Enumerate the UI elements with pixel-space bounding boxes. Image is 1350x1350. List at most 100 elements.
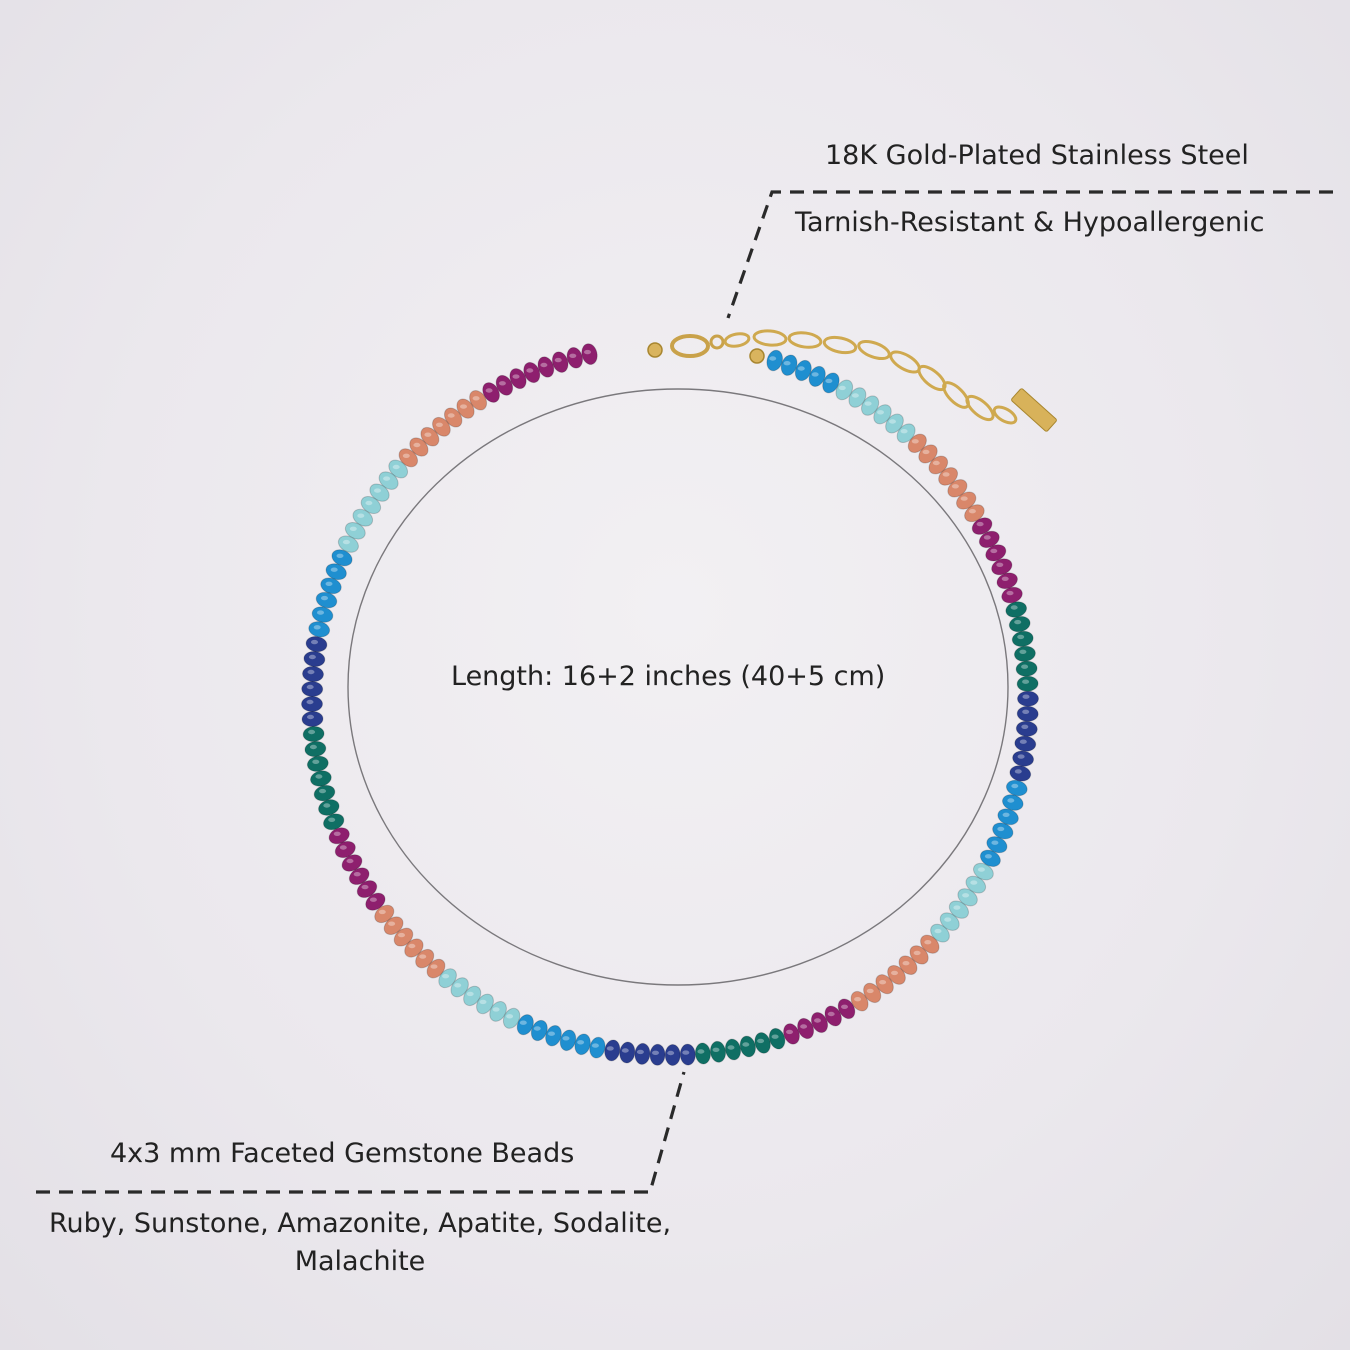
bead-highlight <box>540 362 548 368</box>
bead-ruby <box>356 880 378 899</box>
bead-highlight <box>891 970 898 976</box>
bead-highlight <box>346 858 354 864</box>
bead-malachite <box>754 1032 771 1054</box>
bead-amazonite <box>965 875 987 894</box>
bead-highlight <box>506 1014 514 1019</box>
bead-malachite <box>1011 630 1034 648</box>
bead-highlight <box>1019 649 1027 654</box>
bead-malachite <box>304 740 327 758</box>
bead-ruby <box>551 351 569 373</box>
bead-sodalite <box>302 665 324 683</box>
bead-malachite <box>1005 601 1028 618</box>
bead-amazonite <box>885 413 904 434</box>
bead-sodalite <box>679 1043 696 1066</box>
bead-highlight <box>498 381 506 386</box>
bead-highlight <box>325 581 333 586</box>
bead-highlight <box>924 940 932 945</box>
bead-highlight <box>466 991 474 997</box>
bead-highlight <box>361 884 369 890</box>
bead-highlight <box>533 1026 541 1031</box>
bead-sodalite <box>604 1039 621 1062</box>
bead-sodalite <box>301 680 324 698</box>
bead-highlight <box>877 410 884 415</box>
bead-highlight <box>983 535 991 540</box>
bead-sunstone <box>456 398 475 419</box>
bead-amazonite <box>463 985 482 1007</box>
bead-highlight <box>460 404 467 409</box>
bead-sunstone <box>918 444 938 464</box>
bead-amazonite <box>360 495 382 515</box>
bead-highlight <box>1006 590 1014 596</box>
bead-sodalite <box>1014 735 1037 752</box>
bead-sunstone <box>374 904 395 924</box>
bead-sunstone <box>398 448 419 468</box>
bead-highlight <box>479 999 487 1005</box>
bead-malachite <box>302 725 325 743</box>
bead-ruby <box>328 827 350 845</box>
bead-highlight <box>584 349 591 355</box>
bead-amazonite <box>378 471 399 490</box>
bead-highlight <box>369 897 377 902</box>
bead-apatite <box>979 849 1001 867</box>
bead-amazonite <box>861 395 880 416</box>
bead-ruby <box>581 343 598 365</box>
bead-highlight <box>398 932 405 938</box>
bead-highlight <box>454 983 462 988</box>
bead-sodalite <box>1017 690 1039 707</box>
bead-apatite <box>1002 794 1024 811</box>
bead-apatite <box>308 621 331 638</box>
bead-ruby <box>971 517 993 535</box>
bead-highlight <box>997 826 1005 832</box>
bead-amazonite <box>438 968 457 989</box>
bead-highlight <box>402 453 410 458</box>
bead-highlight <box>1011 783 1019 789</box>
bead-apatite <box>311 606 334 623</box>
bead-malachite <box>313 784 336 802</box>
bead-highlight <box>569 353 577 358</box>
bead-highlight <box>932 460 940 466</box>
bead-highlight <box>306 699 314 705</box>
bead-highlight <box>942 472 950 477</box>
bead-apatite <box>1005 779 1028 797</box>
bead-ruby <box>566 346 584 369</box>
extender-chain-icon <box>723 329 1018 425</box>
bead-highlight <box>591 1043 599 1048</box>
bead-highlight <box>1021 664 1029 669</box>
bead-malachite <box>306 755 329 772</box>
bead-highlight <box>519 1020 527 1025</box>
bead-highlight <box>682 1050 690 1055</box>
bead-apatite <box>992 822 1014 840</box>
bead-highlight <box>800 1024 808 1029</box>
bead-highlight <box>825 378 833 384</box>
bead-highlight <box>944 917 952 922</box>
bead-malachite <box>318 799 340 816</box>
bead-ruby <box>996 572 1018 590</box>
bead-amazonite <box>352 508 374 527</box>
bead-highlight <box>913 950 921 956</box>
bead-malachite <box>323 813 345 831</box>
bead-highlight <box>512 374 520 379</box>
bead-highlight <box>814 1018 821 1023</box>
bead-apatite <box>822 372 840 394</box>
bead-highlight <box>1022 694 1030 699</box>
bead-highlight <box>413 442 421 448</box>
gemstone-list: Ruby, Sunstone, Amazonite, Apatite, Soda… <box>48 1208 672 1277</box>
bead-highlight <box>339 845 347 850</box>
bead-highlight <box>757 1038 765 1044</box>
bead-malachite <box>1008 615 1031 633</box>
bead-highlight <box>838 385 846 391</box>
bead-ruby <box>991 558 1013 576</box>
bead-sunstone <box>928 455 949 475</box>
bead-highlight <box>577 1040 585 1045</box>
bead-highlight <box>783 361 791 366</box>
bead-amazonite <box>930 923 950 943</box>
bead-highlight <box>841 1004 848 1009</box>
bead-highlight <box>697 1049 705 1054</box>
bead-highlight <box>526 368 534 373</box>
bead-sodalite <box>1015 720 1038 737</box>
bead-highlight <box>388 921 396 926</box>
bead-highlight <box>667 1050 675 1056</box>
bead-ruby <box>978 530 1000 549</box>
bead-sodalite <box>664 1044 681 1066</box>
bead-highlight <box>392 464 400 470</box>
